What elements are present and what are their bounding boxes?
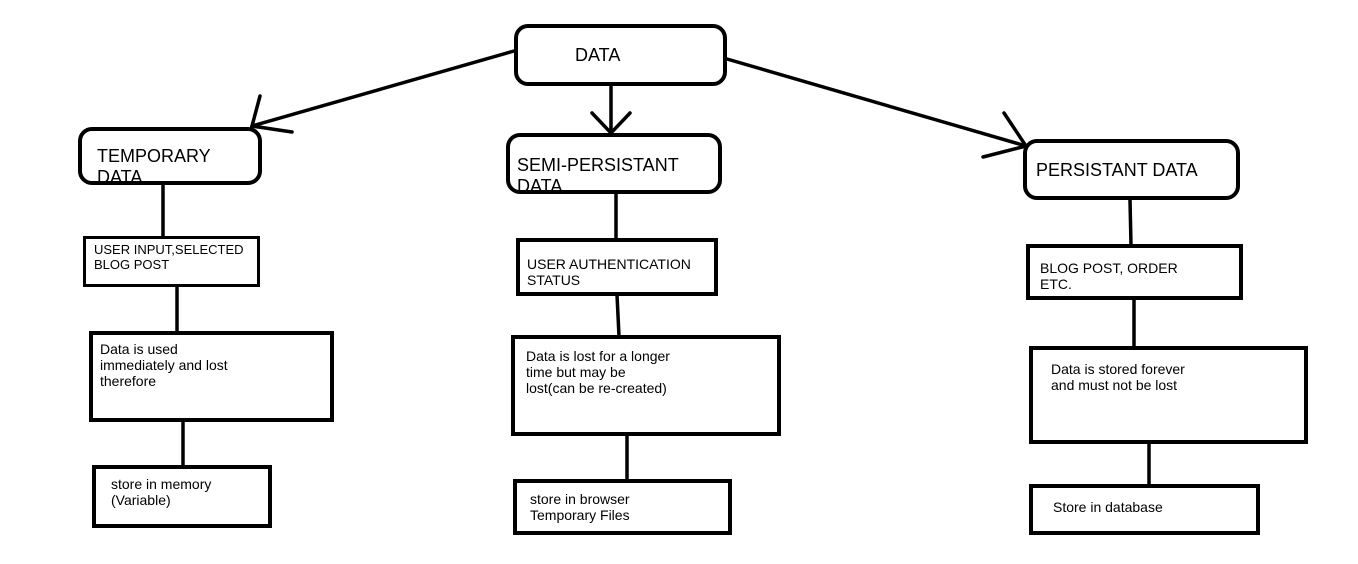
connector-persistant-1 — [1128, 198, 1133, 247]
arrow-root-to-temporary — [250, 49, 516, 128]
node-semi-persistant-data: SEMI-PERSISTANT DATA — [506, 133, 722, 196]
example-text-semi-persistant: USER AUTHENTICATION STATUS — [527, 256, 691, 289]
title-semi-persistant: SEMI-PERSISTANT DATA — [517, 155, 679, 196]
storage-box-semi-persistant: store in browser Temporary Files — [513, 479, 732, 535]
arrow-root-to-persistant — [725, 57, 1028, 148]
description-text-temporary: Data is used immediately and lost theref… — [100, 341, 228, 390]
example-box-persistant: BLOG POST, ORDER ETC. — [1026, 244, 1243, 300]
description-box-temporary: Data is used immediately and lost theref… — [89, 331, 334, 422]
root-label: DATA — [575, 45, 621, 65]
description-text-semi-persistant: Data is lost for a longer time but may b… — [526, 348, 670, 397]
description-box-semi-persistant: Data is lost for a longer time but may b… — [511, 335, 781, 436]
node-temporary-data: TEMPORARY DATA — [78, 127, 262, 187]
storage-text-temporary: store in memory (Variable) — [111, 476, 212, 509]
storage-text-persistant: Store in database — [1053, 499, 1163, 515]
title-persistant: PERSISTANT DATA — [1036, 160, 1198, 180]
title-temporary: TEMPORARY DATA — [97, 146, 211, 187]
root-node-data: DATA — [514, 24, 727, 86]
description-text-persistant: Data is stored forever and must not be l… — [1051, 361, 1185, 394]
description-box-persistant: Data is stored forever and must not be l… — [1029, 346, 1308, 444]
example-box-temporary: USER INPUT,SELECTED BLOG POST — [83, 236, 260, 287]
example-text-persistant: BLOG POST, ORDER ETC. — [1040, 260, 1178, 293]
storage-box-temporary: store in memory (Variable) — [92, 465, 272, 528]
storage-box-persistant: Store in database — [1029, 484, 1260, 535]
connector-semi-2 — [615, 293, 621, 338]
arrowhead-temporary — [249, 94, 294, 134]
example-text-temporary: USER INPUT,SELECTED BLOG POST — [94, 242, 244, 272]
node-persistant-data: PERSISTANT DATA — [1023, 139, 1240, 200]
example-box-semi-persistant: USER AUTHENTICATION STATUS — [516, 238, 718, 296]
storage-text-semi-persistant: store in browser Temporary Files — [530, 491, 630, 524]
